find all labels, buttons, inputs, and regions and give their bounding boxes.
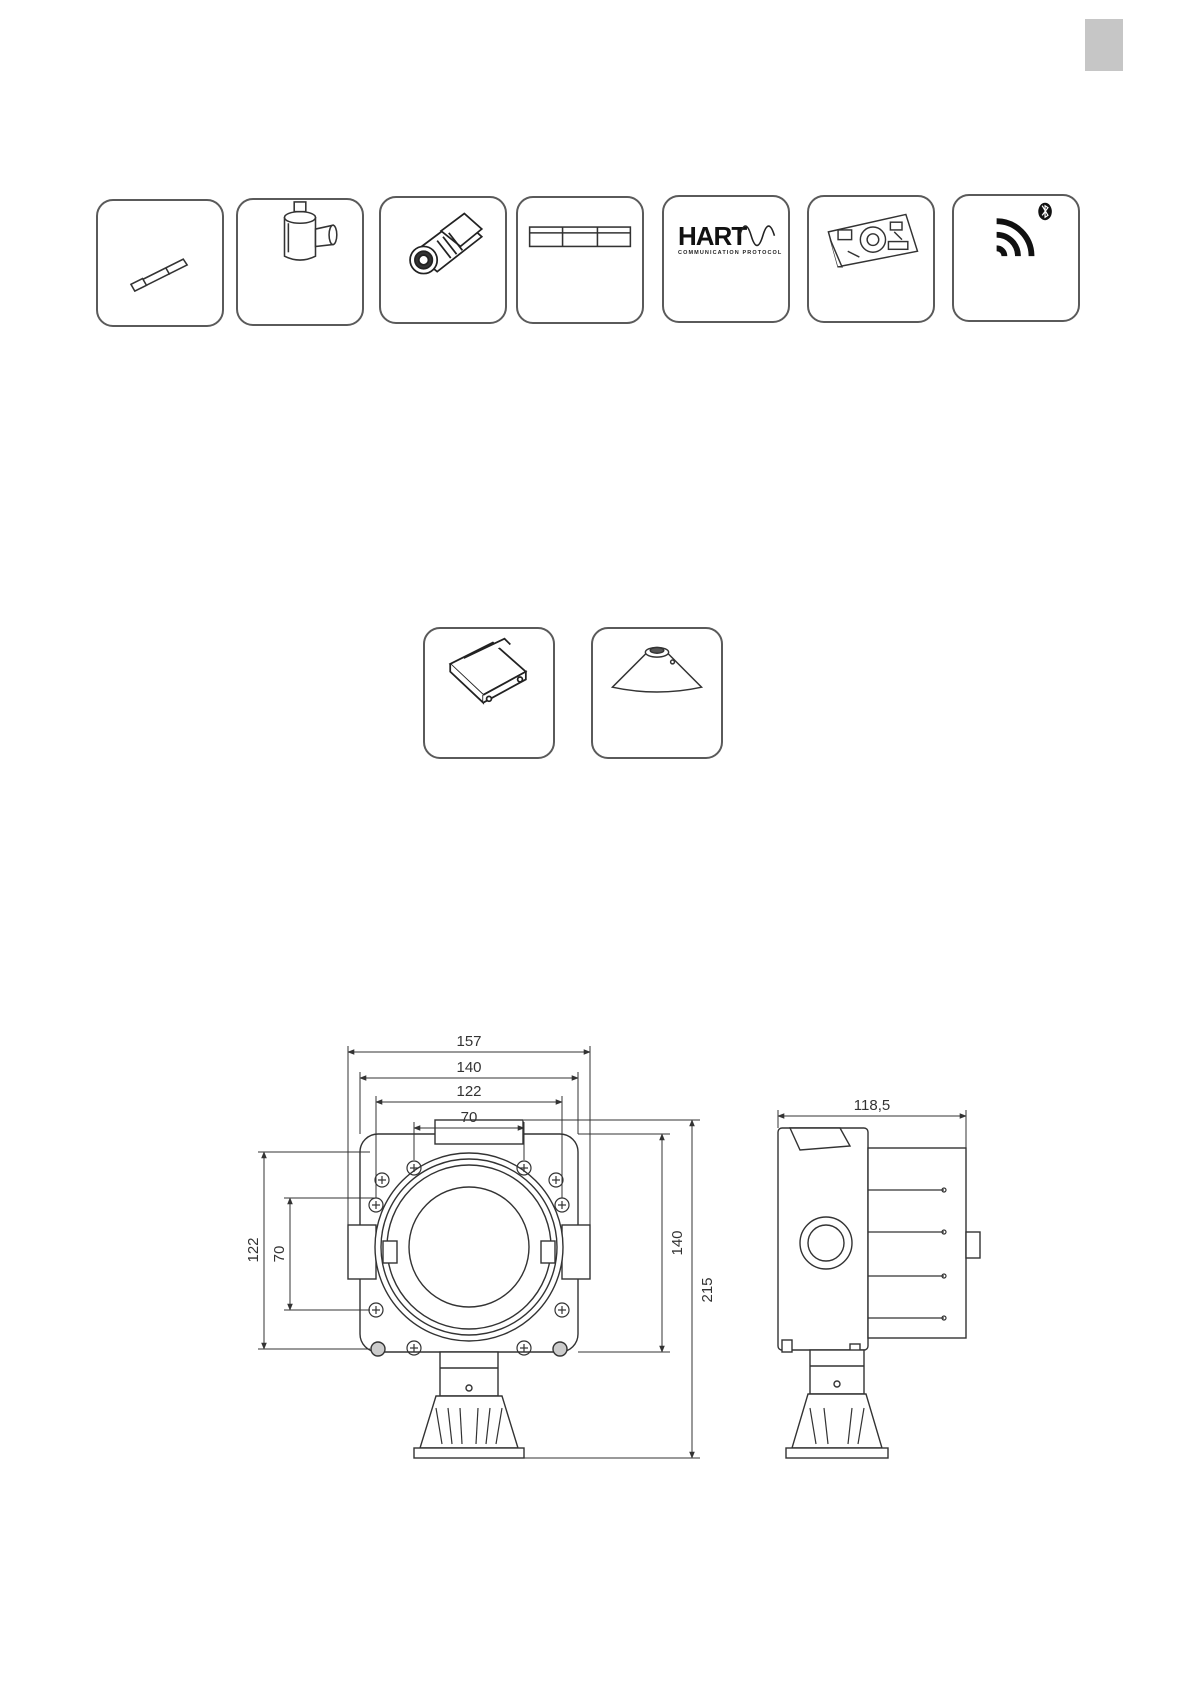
accessory-card-circuit-board — [807, 195, 935, 323]
dim-mount-height-outer: 122 — [245, 1237, 262, 1262]
accessory-card-calibration-probe — [96, 199, 224, 327]
dimensional-drawing: 157 140 122 70 122 70 140 215 — [230, 1000, 990, 1500]
dim-hole-spacing-vertical: 70 — [271, 1246, 288, 1263]
accessory-card-sensor-extension — [516, 196, 644, 324]
accessory-card-collecting-cone — [591, 627, 723, 759]
accessory-card-flow-adapter — [236, 198, 364, 326]
calibration-probe-icon — [98, 201, 222, 325]
dim-body-height: 140 — [669, 1230, 686, 1255]
dim-overall-width: 157 — [456, 1033, 481, 1050]
accessory-card-sun-shield — [423, 627, 555, 759]
side-view — [778, 1128, 980, 1458]
page-tab-marker — [1085, 19, 1123, 71]
dim-mount-width-inner: 122 — [456, 1083, 481, 1100]
hart-logo-subtitle: COMMUNICATION PROTOCOL — [678, 250, 782, 256]
flow-adapter-icon — [238, 200, 362, 324]
collecting-cone-icon — [593, 629, 721, 757]
sun-shield-icon — [425, 629, 553, 757]
dim-mount-width-outer: 140 — [456, 1059, 481, 1076]
dim-depth: 118,5 — [854, 1097, 890, 1114]
accessory-card-cable-gland — [379, 196, 507, 324]
dim-hole-spacing-horizontal: 70 — [461, 1109, 478, 1126]
dim-overall-height: 215 — [699, 1277, 716, 1302]
accessory-card-hart-protocol: HART COMMUNICATION PROTOCOL — [662, 195, 790, 323]
circuit-board-icon — [809, 197, 933, 321]
hart-wave-icon — [664, 197, 788, 321]
cable-gland-icon — [381, 198, 505, 322]
wireless-signal-icon — [954, 196, 1078, 320]
accessory-card-bluetooth-wireless — [952, 194, 1080, 322]
front-view — [348, 1120, 590, 1458]
sensor-extension-icon — [518, 198, 642, 322]
